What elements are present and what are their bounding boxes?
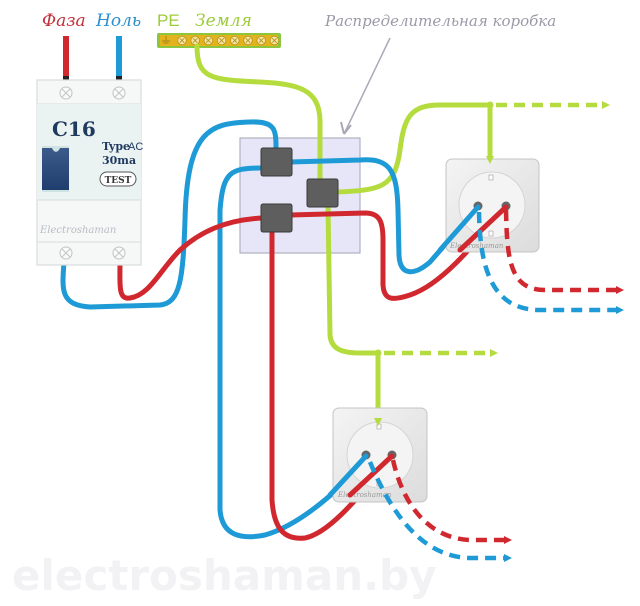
phase-end-socket1 xyxy=(457,204,509,253)
ground-wire-main xyxy=(194,43,323,188)
connector-phase xyxy=(260,203,293,233)
connector-neutral xyxy=(260,147,293,177)
neutral-continuation-2 xyxy=(367,461,512,562)
wire-tip xyxy=(116,76,122,82)
neutral-input-wire xyxy=(116,36,122,78)
pointer-arrowhead xyxy=(340,121,352,135)
breaker-type-label: Type xyxy=(102,140,130,153)
bus-screw-slot xyxy=(219,37,225,44)
ground-contact xyxy=(488,230,494,237)
socket-2: Electroshaman xyxy=(332,407,428,503)
ground-wire-socket1 xyxy=(335,102,493,195)
neutral-wire-breaker-to-box xyxy=(60,119,279,310)
connector-ground xyxy=(306,178,339,208)
neutral-continuation-1 xyxy=(476,211,624,314)
phase-continuation-2 xyxy=(390,459,512,544)
bus-screw-slot xyxy=(271,37,277,44)
phase-wire-socket1 xyxy=(287,204,508,301)
phase-end-socket2 xyxy=(347,453,395,498)
breaker-rating: C16 xyxy=(52,117,96,141)
breaker-type-value: AC xyxy=(128,141,143,153)
bus-screw-slot xyxy=(245,37,251,44)
breaker-brand: Electroshaman xyxy=(39,225,116,236)
neutral-end-socket2 xyxy=(327,453,369,498)
ground-junction-dot xyxy=(374,349,382,357)
watermark-text: electroshaman.by xyxy=(12,551,437,600)
bus-screw-slot xyxy=(192,37,198,44)
neutral-wire-socket2 xyxy=(217,165,370,540)
ground-arrow-icon xyxy=(486,156,494,164)
socket-1: Electroshaman xyxy=(445,158,540,253)
phase-continuation-1 xyxy=(503,209,624,294)
phase-input-wire xyxy=(63,36,69,78)
bus-screw-slot xyxy=(179,37,185,44)
rcd-breaker: C16 Type AC 30ma TEST Electroshaman xyxy=(36,79,143,266)
breaker-current: 30ma xyxy=(102,154,136,167)
socket-brand: Electroshaman xyxy=(337,491,392,499)
bus-screw-slot xyxy=(205,37,211,44)
test-button[interactable] xyxy=(99,171,137,187)
bus-screw-slot xyxy=(232,37,238,44)
ground-arrow-icon xyxy=(374,418,382,426)
pe-label: PE xyxy=(157,11,180,30)
ground-contact xyxy=(488,174,494,181)
ground-wire-socket2 xyxy=(325,202,381,356)
wire-tip xyxy=(63,76,69,82)
phase-label: Фаза xyxy=(42,11,86,31)
junction-box xyxy=(239,137,361,254)
pointer-line xyxy=(343,37,391,135)
test-button-label: TEST xyxy=(105,176,132,186)
ground-label: Земля xyxy=(195,11,252,31)
junction-box-label: Распределительная коробка xyxy=(324,12,556,30)
terminal-screw-icon xyxy=(59,86,126,260)
neutral-end-socket1 xyxy=(437,204,481,253)
ground-symbol-icon xyxy=(162,36,170,44)
socket-brand: Electroshaman xyxy=(449,242,504,250)
bus-screw-slot xyxy=(258,37,264,44)
neutral-label: Ноль xyxy=(95,11,141,31)
phase-wire-breaker-to-box xyxy=(117,215,265,301)
breaker-lever[interactable] xyxy=(42,148,69,190)
ground-bus-bar xyxy=(157,33,281,48)
neutral-wire-socket1 xyxy=(287,157,481,275)
ground-junction-dot xyxy=(486,101,494,109)
